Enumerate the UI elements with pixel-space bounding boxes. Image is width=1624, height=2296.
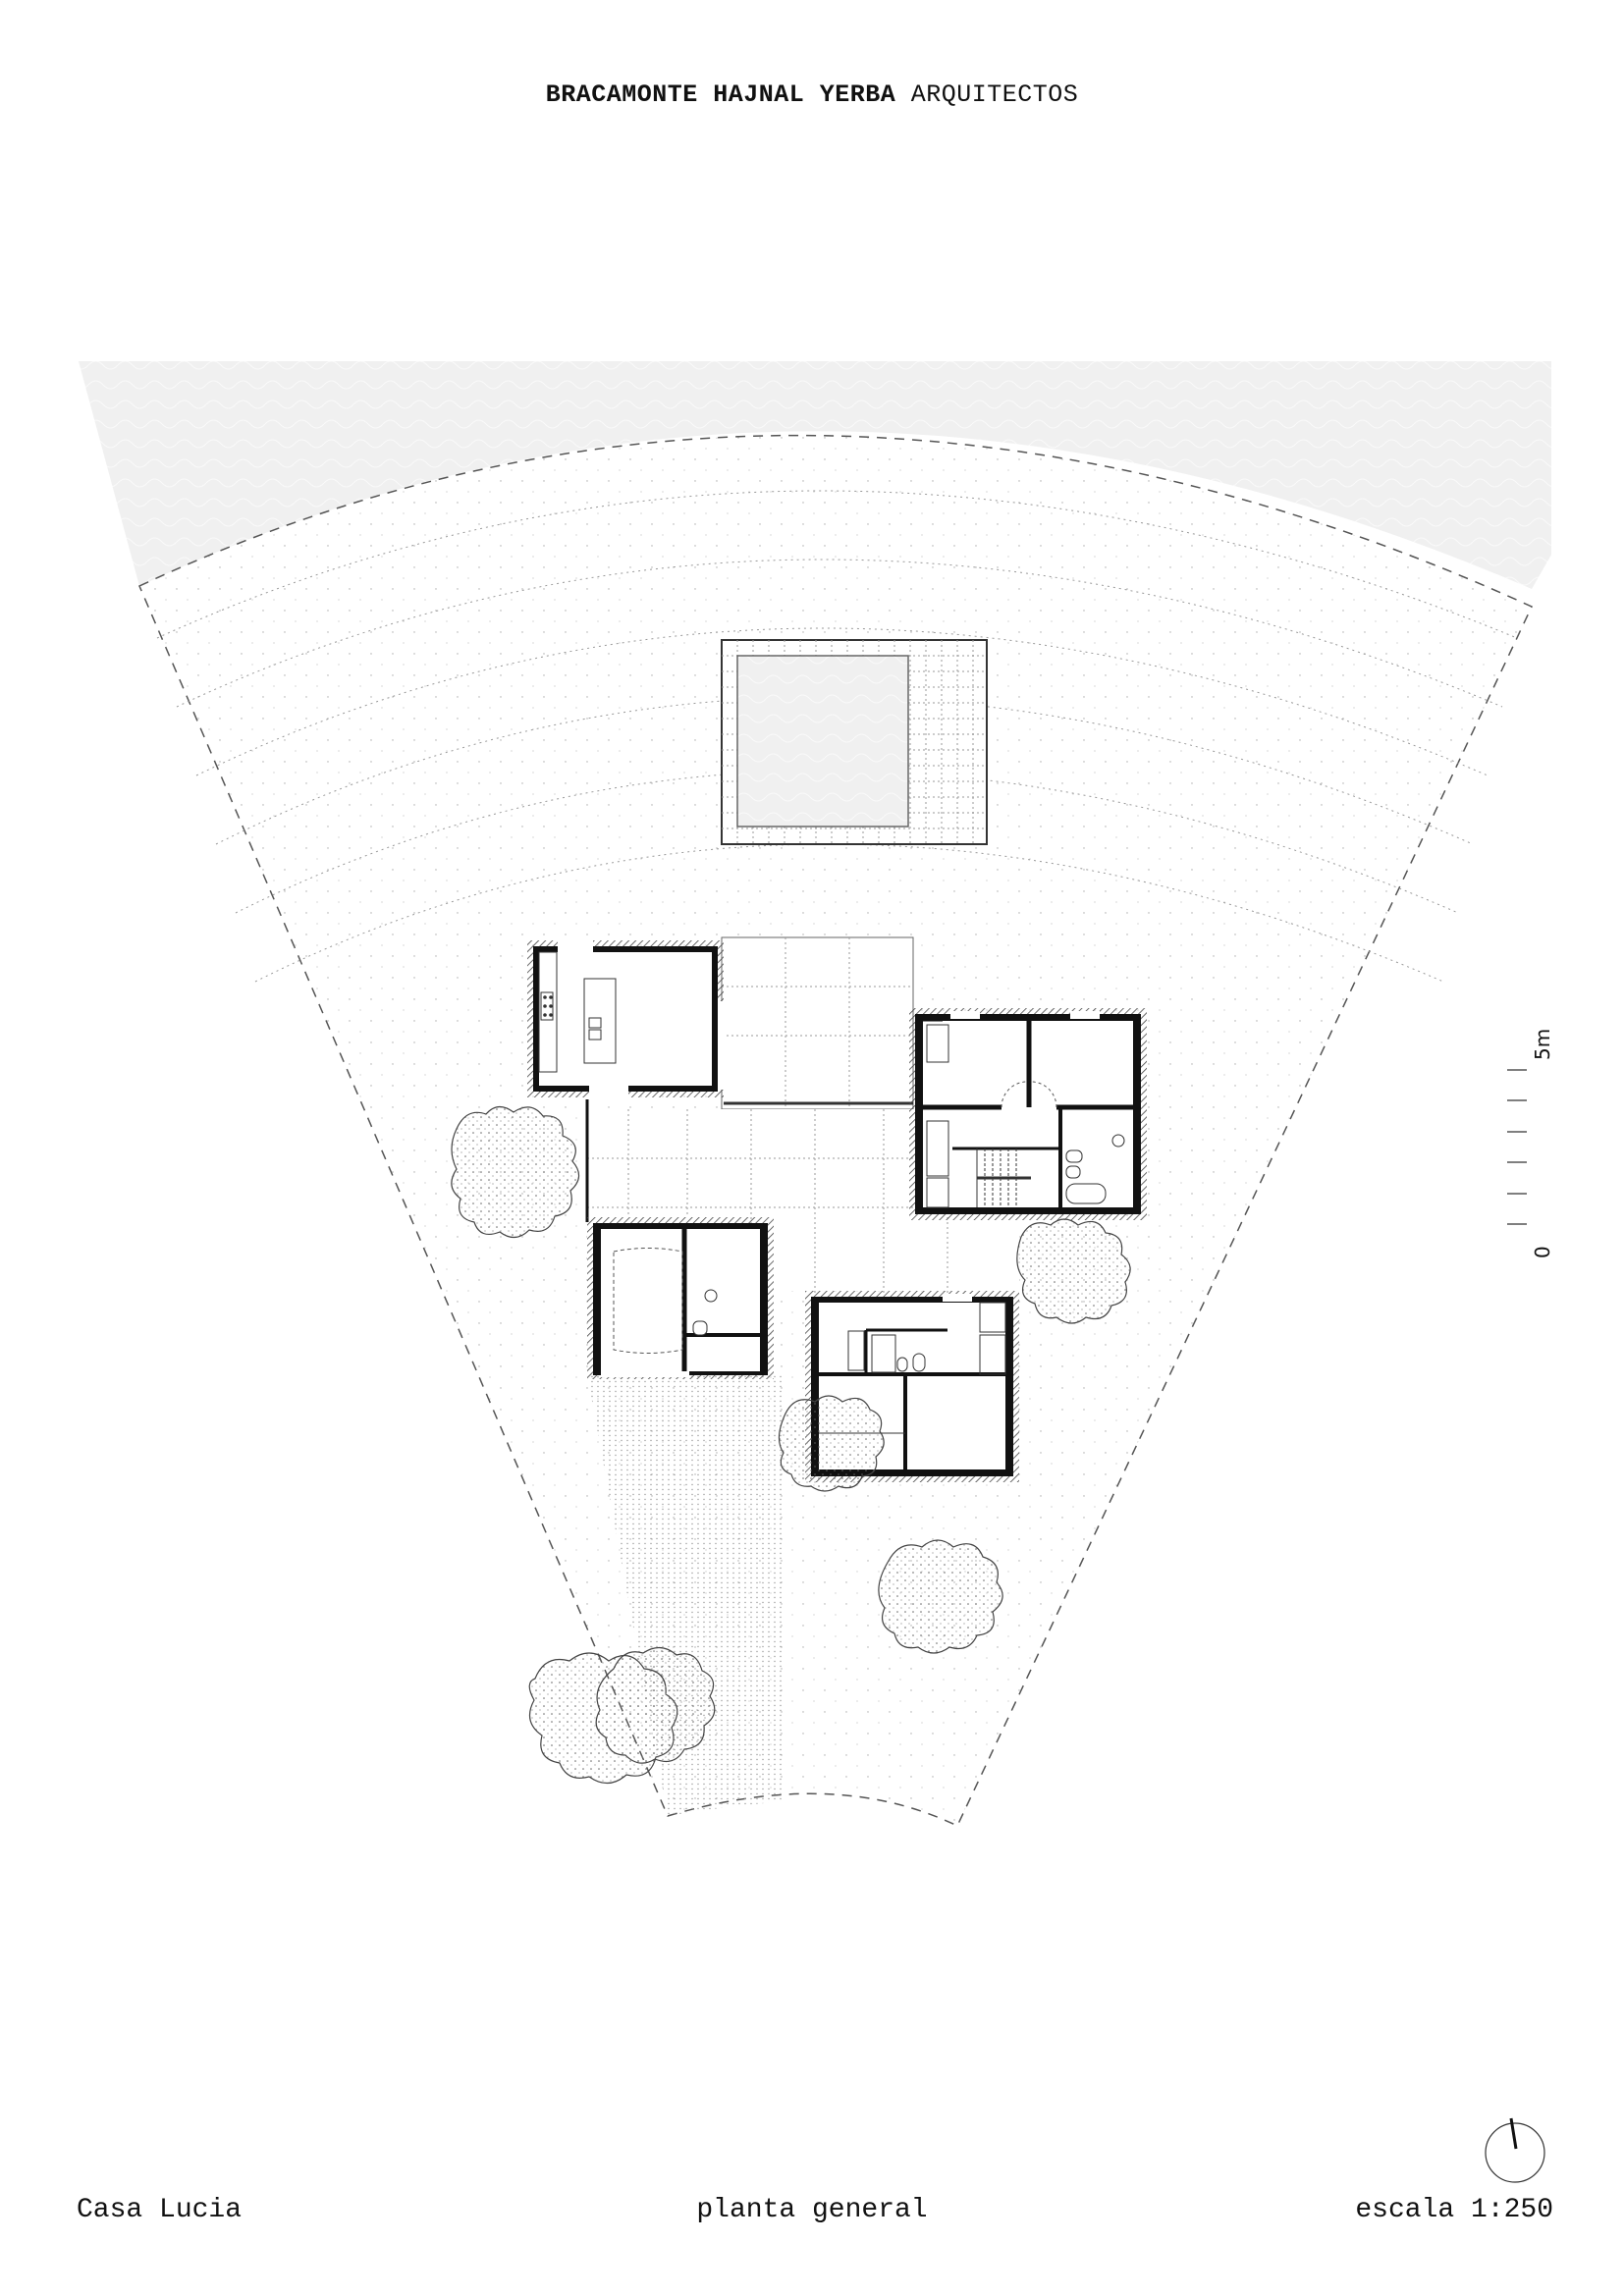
tree-icon (878, 1539, 1003, 1654)
scale-label-0: 0 (1531, 1246, 1554, 1258)
firm-name-regular: ARQUITECTOS (910, 80, 1079, 109)
drawing-title: planta general (696, 2195, 928, 2225)
garage (587, 1217, 774, 1379)
bedroom-wing (909, 1008, 1147, 1220)
tree-icon (1016, 1218, 1131, 1324)
tree-icon (778, 1395, 885, 1492)
north-arrow-icon (1485, 2117, 1545, 2183)
drawing-scale: escala 1:250 (1355, 2195, 1553, 2225)
driveway (587, 1374, 785, 1816)
scale-label-5m: 5m (1531, 1029, 1554, 1060)
firm-name-bold: BRACAMONTE HAJNAL YERBA (545, 80, 896, 109)
tree-icon (451, 1105, 580, 1239)
trees (451, 1105, 1131, 1785)
firm-title: BRACAMONTE HAJNAL YERBA ARQUITECTOS (0, 80, 1624, 109)
pool (721, 639, 988, 845)
tree-icon (595, 1646, 716, 1764)
project-name: Casa Lucia (77, 2195, 243, 2225)
scale-bar (1507, 1069, 1527, 1225)
water-area (79, 361, 1551, 589)
kitchen (527, 940, 726, 1099)
